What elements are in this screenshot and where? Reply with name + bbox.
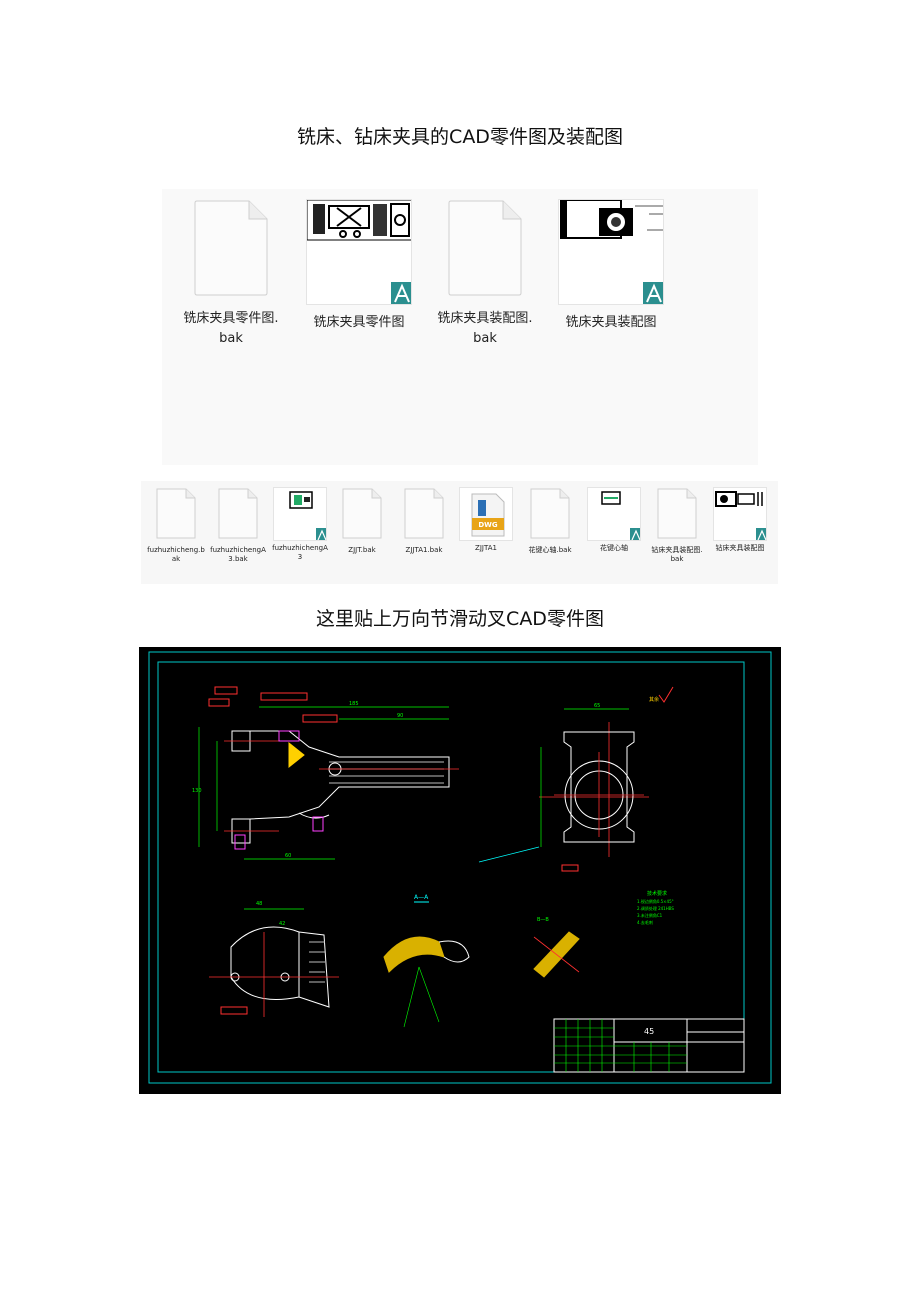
material-label: 45 — [644, 1027, 654, 1036]
cad-thumbnail — [306, 199, 412, 305]
file-icon — [657, 488, 697, 539]
file-label: 花键心轴.bak — [528, 546, 572, 554]
section-label: A—A — [414, 894, 429, 901]
file-item[interactable]: fuzhuzhichengA 3 — [269, 487, 331, 562]
file-item[interactable]: 铣床夹具装配图 — [552, 199, 670, 333]
svg-text:3.未注倒角C1: 3.未注倒角C1 — [637, 912, 663, 918]
cad-thumbnail — [587, 487, 641, 541]
file-label: 花键心轴 — [600, 544, 628, 552]
section-label: B—B — [537, 917, 549, 923]
file-item[interactable]: DWG ZJJTA1 — [455, 487, 517, 553]
file-icon — [404, 488, 444, 539]
svg-text:技术要求: 技术要求 — [647, 890, 667, 897]
file-icon — [194, 200, 268, 296]
file-item[interactable]: ZJJTA1.bak — [393, 487, 455, 555]
file-explorer-small-icons: fuzhuzhicheng.b ak fuzhuzhichengA 3.bak … — [141, 481, 778, 584]
file-label: 铣床夹具装配图. bak — [437, 311, 533, 346]
svg-text:2.调质处理 241HBS: 2.调质处理 241HBS — [637, 905, 674, 911]
file-item[interactable]: ZJJT.bak — [331, 487, 393, 555]
file-explorer-large-icons: 铣床夹具零件图. bak 铣床夹具零件图 铣床夹 — [162, 189, 758, 465]
partial-view — [230, 926, 330, 1008]
dimension-label: 185 — [349, 701, 359, 707]
file-item[interactable]: 铣床夹具零件图 — [300, 199, 418, 333]
file-item[interactable]: 钻床夹具装配图 — [709, 487, 771, 553]
dimension-label: 130 — [192, 788, 202, 794]
dwg-badge-text: DWG — [478, 521, 498, 529]
section-caption: 这里贴上万向节滑动叉CAD零件图 — [316, 608, 604, 630]
file-label: fuzhuzhichengA 3.bak — [210, 546, 266, 563]
title-block — [553, 1018, 745, 1073]
file-item[interactable]: 花键心轴.bak — [519, 487, 581, 555]
file-label: 铣床夹具零件图 — [313, 315, 405, 330]
file-label: fuzhuzhichengA 3 — [272, 544, 328, 561]
file-label: ZJJTA1 — [475, 544, 497, 552]
file-item[interactable]: 铣床夹具装配图. bak — [426, 199, 544, 349]
file-icon — [218, 488, 258, 539]
file-item[interactable]: 花键心轴 — [583, 487, 645, 553]
technical-notes: 技术要求 1.锐边倒角0.5×45° 2.调质处理 241HBS 3.未注倒角C… — [637, 890, 674, 925]
file-label: 铣床夹具装配图 — [565, 315, 657, 330]
main-view — [231, 730, 450, 844]
cad-thumbnail — [713, 487, 767, 541]
cad-thumbnail — [558, 199, 664, 305]
file-item[interactable]: 铣床夹具零件图. bak — [172, 199, 290, 349]
file-label: fuzhuzhicheng.b ak — [147, 546, 205, 563]
file-icon — [530, 488, 570, 539]
page-title: 铣床、钻床夹具的CAD零件图及装配图 — [297, 126, 623, 148]
svg-text:其余: 其余 — [649, 696, 659, 703]
file-label: ZJJTA1.bak — [405, 546, 443, 554]
file-icon — [156, 488, 196, 539]
dimension-label: 65 — [594, 703, 600, 709]
file-icon — [448, 200, 522, 296]
file-item[interactable]: fuzhuzhicheng.b ak — [145, 487, 207, 564]
file-item[interactable]: fuzhuzhichengA 3.bak — [207, 487, 269, 564]
file-icon — [342, 488, 382, 539]
cad-thumbnail — [273, 487, 327, 541]
dimension-label: 48 — [256, 901, 262, 907]
dimension-label: 60 — [285, 853, 291, 859]
file-label: 铣床夹具零件图. bak — [183, 311, 279, 346]
dwg-file-icon: DWG — [459, 487, 513, 541]
dimension-label: 90 — [397, 713, 403, 719]
file-label: 钻床夹具装配图. bak — [651, 546, 703, 563]
file-item[interactable]: 钻床夹具装配图. bak — [646, 487, 708, 564]
svg-text:1.锐边倒角0.5×45°: 1.锐边倒角0.5×45° — [637, 898, 674, 904]
svg-text:4.去毛刺: 4.去毛刺 — [637, 919, 653, 925]
file-label: 钻床夹具装配图 — [715, 544, 765, 552]
file-label: ZJJT.bak — [348, 546, 376, 554]
cad-drawing: 185 90 65 130 60 其余 — [139, 647, 781, 1094]
dimension-label: 42 — [279, 921, 285, 927]
